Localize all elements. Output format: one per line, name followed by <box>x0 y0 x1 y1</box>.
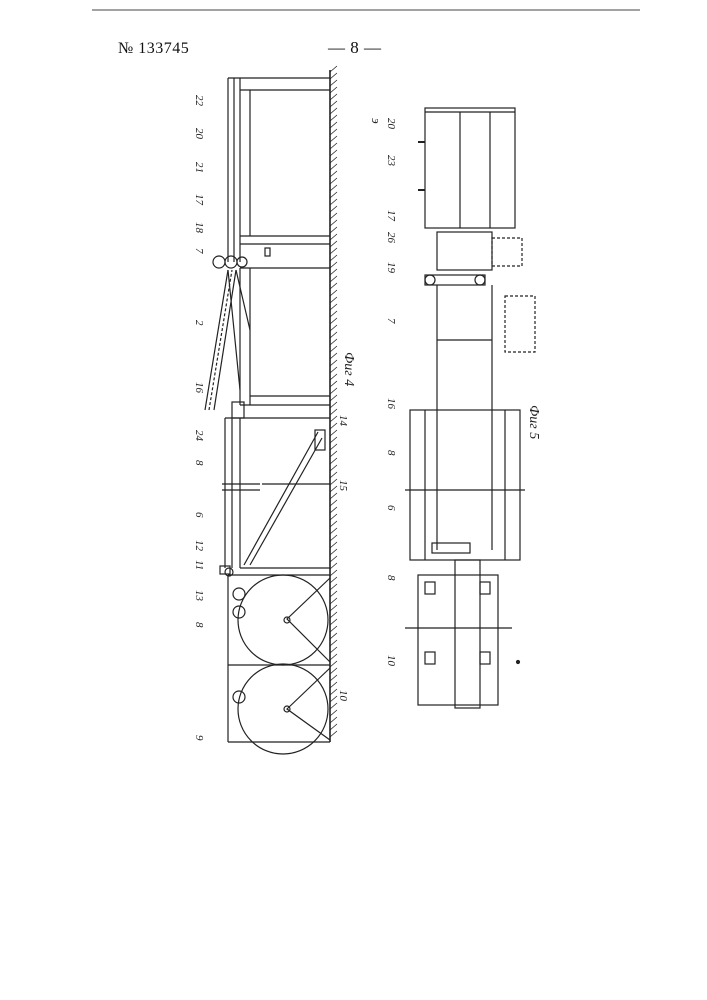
label-17: 17 <box>385 210 397 222</box>
label-20: 20 <box>193 128 205 140</box>
label-15: 15 <box>337 480 349 492</box>
label-16: 16 <box>385 398 397 410</box>
label-10: 10 <box>385 655 397 667</box>
figure-5-drawing <box>405 108 535 708</box>
label-10: 10 <box>337 690 349 702</box>
figure-5-caption: Фиг 5 <box>526 405 541 439</box>
label-6: 6 <box>385 505 397 511</box>
label-6: 6 <box>193 512 205 518</box>
label-2: 2 <box>193 320 205 326</box>
label-19: 19 <box>385 262 397 274</box>
label-11: 11 <box>193 560 205 570</box>
label-8b: 8 <box>193 622 205 628</box>
label-7: 7 <box>385 318 397 324</box>
label-23: 23 <box>385 155 397 167</box>
label-22: 22 <box>193 95 205 107</box>
label-14: 14 <box>337 415 349 427</box>
label-9: 9 <box>193 735 205 741</box>
label-17: 17 <box>193 194 205 206</box>
label-26: 26 <box>385 232 397 244</box>
label-13: 13 <box>193 590 205 602</box>
label-20: 20 <box>385 118 397 130</box>
figure-4-drawing <box>205 66 337 754</box>
figure-4-caption: Фиг 4 <box>341 352 356 386</box>
label-12: 12 <box>193 540 205 552</box>
label-18: 18 <box>193 222 205 234</box>
label-e: э <box>369 118 384 124</box>
label-8b: 8 <box>385 575 397 581</box>
label-24: 24 <box>193 430 205 442</box>
label-7: 7 <box>193 248 205 254</box>
label-8: 8 <box>193 460 205 466</box>
label-16: 16 <box>193 382 205 394</box>
label-8: 8 <box>385 450 397 456</box>
label-21: 21 <box>193 162 205 173</box>
